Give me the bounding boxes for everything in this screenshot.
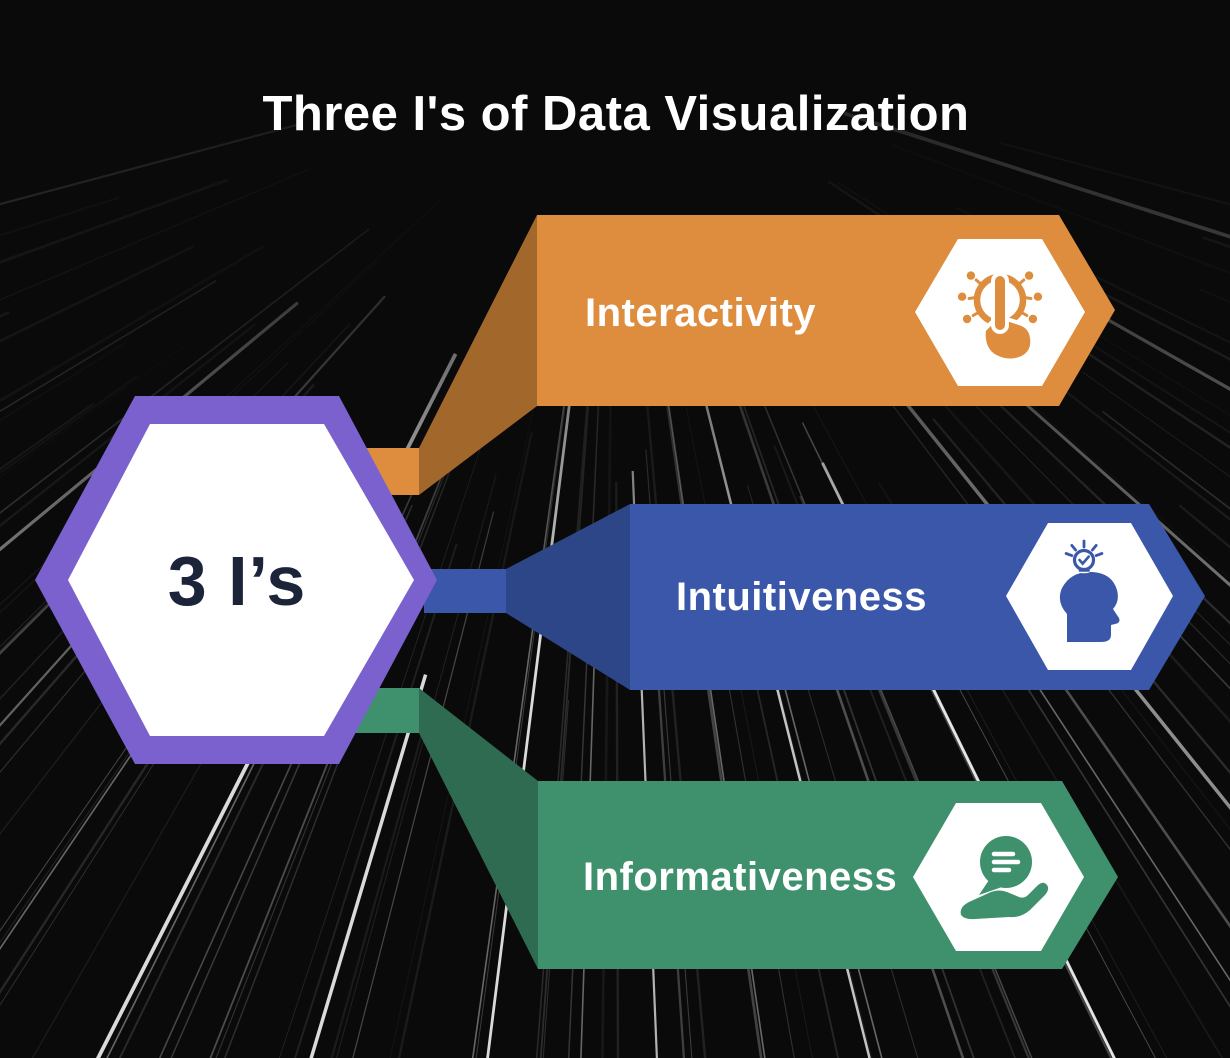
center-hexagon: 3 I’s	[35, 396, 437, 764]
intuitiveness-label: Intuitiveness	[676, 575, 927, 619]
head-lightbulb-icon	[1059, 539, 1120, 642]
center-label: 3 I’s	[168, 542, 307, 620]
page-title: Three I's of Data Visualization	[263, 87, 970, 141]
informativeness-label: Informativeness	[583, 855, 897, 899]
tap-gesture-icon	[957, 271, 1043, 363]
informativeness-connector-flap	[419, 688, 538, 969]
branch-intuitiveness: Intuitiveness	[424, 504, 1205, 690]
intuitiveness-connector-funnel	[506, 504, 630, 690]
speech-bubble-hand-icon	[960, 836, 1049, 920]
interactivity-label: Interactivity	[585, 291, 816, 335]
interactivity-connector-flap	[419, 215, 537, 495]
center-hexagon-face	[68, 424, 414, 736]
branch-informativeness: Informativeness	[354, 688, 1118, 969]
intuitiveness-connector-tab	[424, 569, 506, 613]
branch-interactivity: Interactivity	[366, 215, 1115, 495]
